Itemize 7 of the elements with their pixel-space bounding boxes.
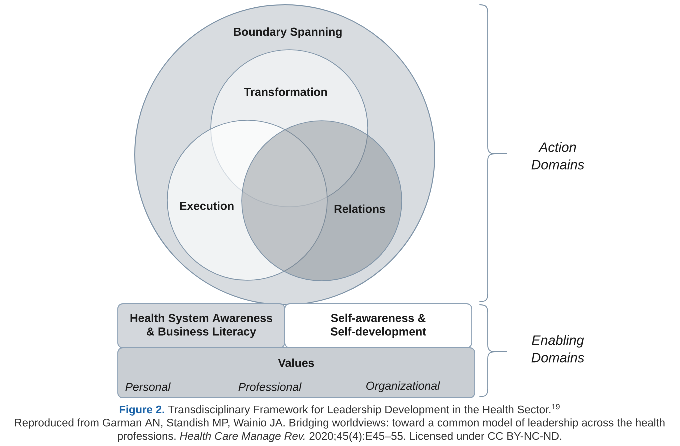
brace-label: Action Domains — [532, 142, 584, 170]
domain-box: Health System Awareness & Business Literacy — [118, 304, 286, 348]
brace-label: Enabling Domains — [532, 335, 584, 363]
credit-note: Reproduced from Garman AN, Standish MP, Wainio JA. Bridging worldviews: toward a common model of leadership across the health professions. Health Care Manage Rev. 2020;45(4):E45–55. Licensed under CC BY-NC-ND. — [15, 418, 665, 442]
domain-box: Self-awareness & Self-development — [284, 304, 472, 348]
figure-caption: Figure 2. Transdisciplinary Framework for Leadership Development in the Health Sector.$^{19}$ — [120, 404, 560, 416]
values-box: Values Personal Professional Organizational — [118, 348, 476, 398]
